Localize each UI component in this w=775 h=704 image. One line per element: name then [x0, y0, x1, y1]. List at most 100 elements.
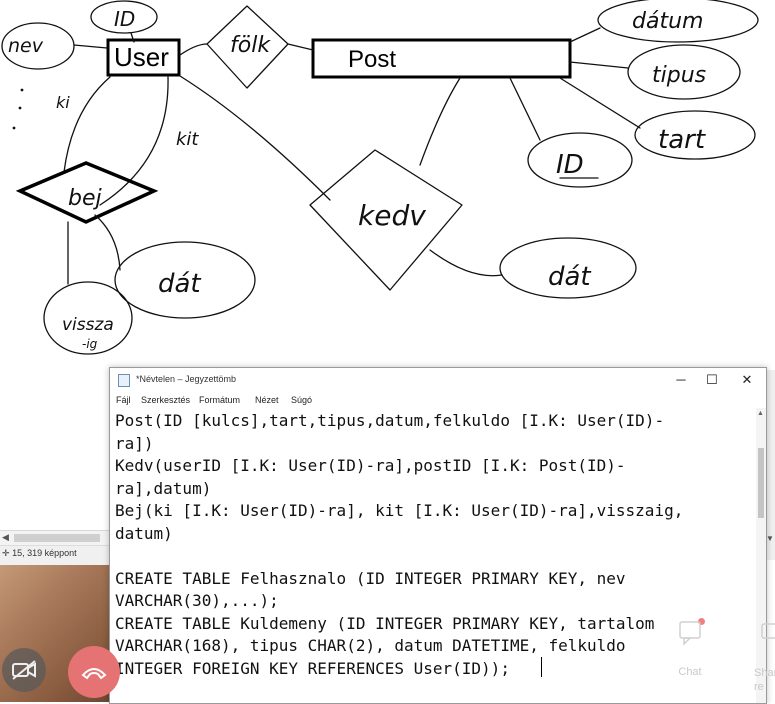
editor-vertical-scrollbar[interactable]: ▲ [756, 408, 766, 703]
dot-mark [12, 126, 16, 130]
datum-label: dátum [632, 9, 703, 34]
folk-relation [206, 5, 289, 89]
post-entity-label: Post [348, 46, 396, 73]
notepad-window[interactable]: *Névtelen – Jegyzettömb ─ ☐ ✕ Fájl Szerk… [109, 367, 767, 704]
crosshair-icon: ✛ [2, 548, 10, 558]
share-label-line-2: re [754, 681, 764, 693]
bej-relation [15, 161, 159, 224]
nev-attribute [1, 22, 75, 70]
folk-post-line [287, 43, 314, 51]
visszaig-label: vissza [62, 315, 114, 335]
kedv-post-line [419, 77, 461, 166]
notepad-icon [118, 374, 130, 387]
window-title: *Névtelen – Jegyzettömb [136, 374, 237, 384]
notepad-titlebar[interactable]: *Névtelen – Jegyzettömb ─ ☐ ✕ [110, 368, 766, 392]
datum-line [569, 27, 601, 43]
scrollbar-thumb[interactable] [14, 534, 100, 542]
kedv-dat-attribute [499, 237, 637, 299]
scroll-down-icon[interactable]: ▼ [766, 534, 774, 543]
minimize-button[interactable]: ─ [676, 372, 686, 387]
bej-dat-attribute [114, 241, 256, 319]
user-entity-label: User [114, 42, 169, 72]
notification-dot [698, 618, 705, 625]
share-label: Shar re [754, 666, 775, 694]
kit-label: kit [176, 129, 199, 150]
bej-dat-line [94, 214, 121, 271]
nev-label: nev [8, 35, 44, 57]
tipus-line [569, 61, 629, 69]
datum-attribute [597, 0, 759, 43]
camera-off-icon [12, 660, 36, 680]
menu-view[interactable]: Nézet [255, 395, 279, 405]
editor-line: VARCHAR(168), tipus CHAR(2), datum DATET… [115, 636, 626, 655]
share-button[interactable]: Shar re [754, 614, 775, 694]
text-editor[interactable]: Post(ID [kulcs],tart,tipus,datum,felkuld… [110, 408, 756, 703]
chat-icon [679, 621, 701, 646]
maximize-button[interactable]: ☐ [706, 372, 718, 387]
paint-vertical-scrollbar[interactable]: ▼ [765, 370, 775, 560]
tipus-attribute [627, 44, 741, 100]
editor-line: ra],datum) [115, 478, 212, 498]
editor-line [115, 545, 756, 568]
editor-line: VARCHAR(30),...); [115, 591, 279, 610]
tart-attribute [634, 110, 756, 160]
editor-line: Bej(ki [I.K: User(ID)-ra], kit [I.K: Use… [115, 501, 684, 520]
editor-line: CREATE TABLE Kuldemeny (ID INTEGER PRIMA… [115, 613, 655, 633]
dot-mark [20, 88, 24, 92]
kedv-user-line [179, 75, 331, 201]
visszaig-attribute [43, 281, 133, 355]
folk-label: fölk [230, 33, 271, 58]
post-id-attribute [527, 132, 633, 188]
scroll-left-icon[interactable]: ◀ [2, 532, 9, 542]
editor-line: CREATE TABLE Felhasznalo (ID INTEGER PRI… [115, 568, 626, 588]
cursor-coordinates-text: 15, 319 képpont [12, 548, 77, 558]
editor-line: Post(ID [kulcs],tart,tipus,datum,felkuld… [115, 411, 665, 430]
editor-line: INTEGER FOREIGN KEY REFERENCES User(ID))… [115, 658, 510, 678]
close-button[interactable]: ✕ [741, 372, 753, 387]
ki-label: ki [56, 93, 70, 112]
kedv-label: kedv [358, 199, 426, 232]
camera-off-button[interactable] [2, 648, 46, 692]
share-icon [761, 623, 775, 639]
visszaig-label-2: -ig [82, 337, 98, 351]
nev-line [73, 44, 108, 49]
text-cursor [541, 657, 542, 677]
kit-line [99, 76, 169, 206]
user-entity-box [106, 38, 181, 77]
ki-line [63, 76, 111, 173]
tart-label: tart [658, 125, 706, 155]
scroll-up-icon[interactable]: ▲ [757, 410, 764, 417]
er-diagram: User Post ID nev fölk ki kit bej dát [1, 0, 759, 355]
hang-up-button[interactable] [68, 646, 120, 698]
editor-line: datum) [115, 523, 173, 543]
editor-scrollbar-thumb[interactable] [758, 448, 764, 518]
share-label-line-1: Shar [754, 667, 775, 679]
user-id-line [130, 32, 135, 43]
menu-edit[interactable]: Szerkesztés [141, 395, 191, 405]
user-id-attribute [90, 0, 158, 34]
editor-line: Kedv(userID [I.K: User(ID)-ra],postID [I… [115, 456, 626, 475]
menu-bar: Fájl Szerkesztés Formátum Nézet Súgó [110, 392, 766, 408]
chat-button[interactable]: Chat [672, 614, 708, 684]
phone-hangup-icon [81, 668, 107, 680]
menu-help[interactable]: Súgó [291, 395, 313, 405]
kedv-relation [309, 149, 463, 291]
user-id-label: ID [114, 7, 135, 31]
kedv-dat-label: dát [548, 262, 591, 292]
post-entity-box [311, 38, 572, 79]
paint-horizontal-scrollbar[interactable]: ◀ [0, 531, 110, 546]
chat-label: Chat [678, 666, 702, 678]
post-id-line [509, 77, 541, 141]
cursor-coordinates: ✛ 15, 319 képpont [2, 548, 77, 559]
paint-status-bar: ◀ ✛ 15, 319 képpont [0, 530, 110, 566]
folk-user-line [179, 43, 208, 56]
bej-dat-label: dát [158, 269, 201, 299]
tart-line [559, 77, 641, 129]
dot-mark [18, 106, 22, 110]
post-id-label: ID [556, 150, 584, 180]
tipus-label: tipus [652, 63, 706, 88]
menu-format[interactable]: Formátum [199, 395, 241, 405]
menu-file[interactable]: Fájl [116, 395, 131, 405]
editor-line: ra]) [115, 433, 154, 453]
bej-label: bej [68, 186, 103, 211]
